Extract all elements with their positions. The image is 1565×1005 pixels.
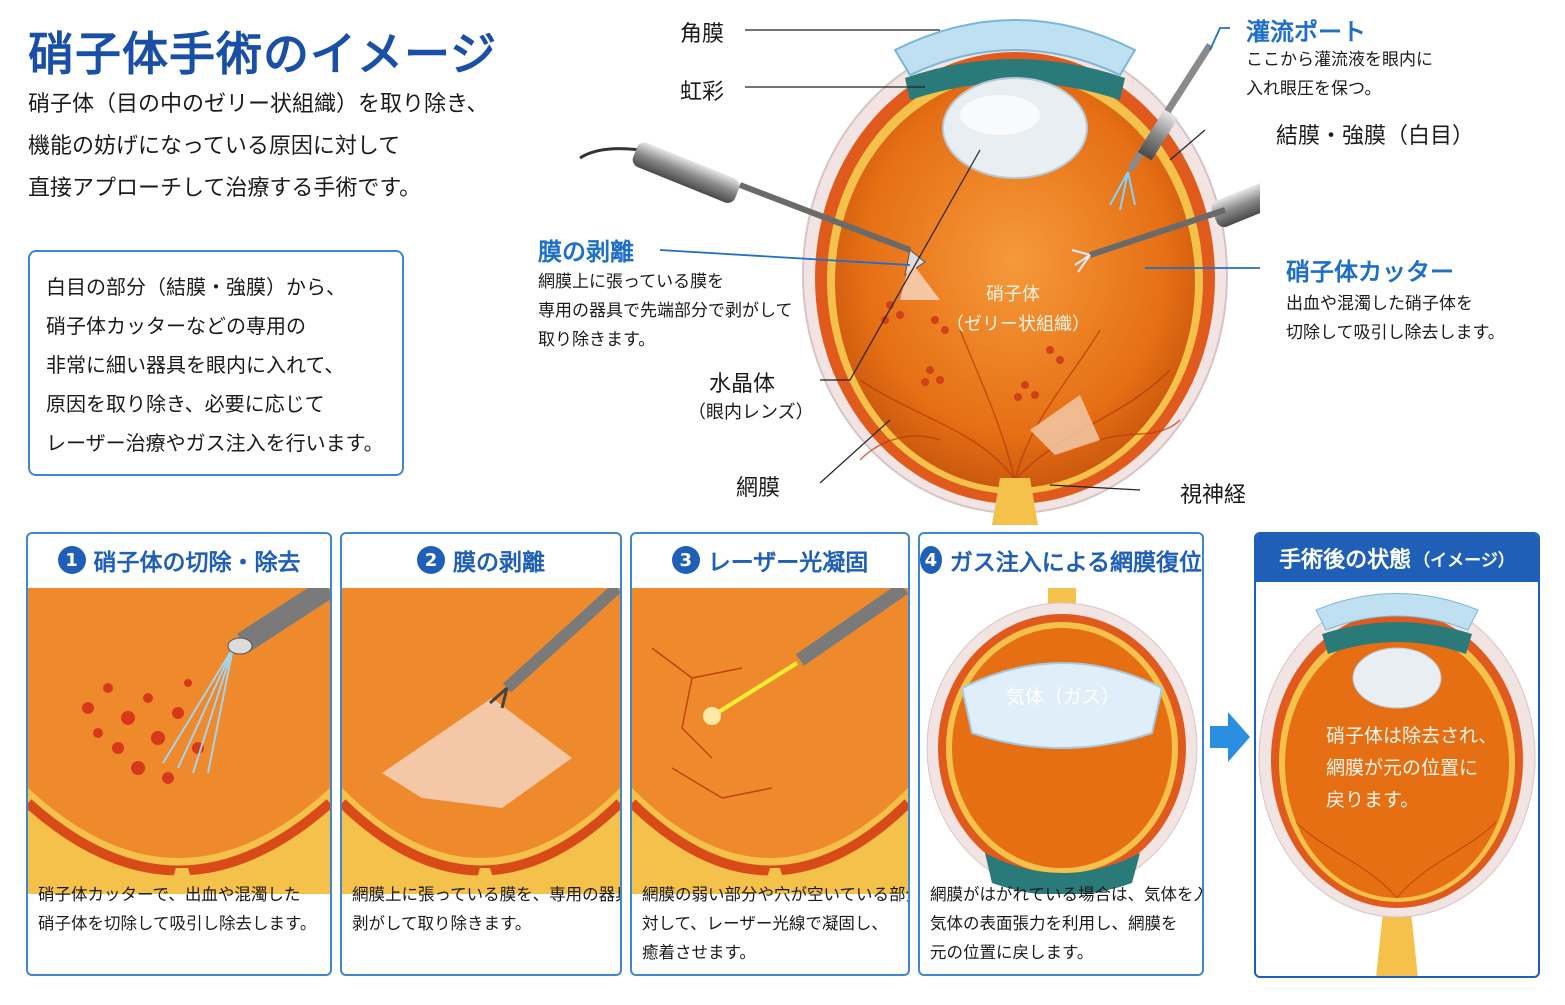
post-surgery-heading: 手術後の状態 （イメージ）	[1256, 534, 1538, 582]
label-optic-nerve: 視神経	[1180, 483, 1247, 508]
after-line: 戻ります。	[1326, 789, 1420, 811]
info-line: 原因を取り除き、必要に応じて	[46, 392, 325, 416]
step-number-badge: 4	[920, 546, 942, 574]
eye-cross-section-illustration	[579, 19, 1260, 525]
desc-line: 取り除きます。	[538, 330, 656, 350]
callout-peel-title: 膜の剥離	[538, 238, 634, 266]
step-2-heading: 2 膜の剥離	[342, 534, 620, 586]
caption-line: 気体の表面張力を利用し、網膜を	[930, 914, 1178, 933]
caption-line: 硝子体を切除して吸引し除去します。	[38, 914, 317, 933]
gas-injection-eye-illustration	[926, 588, 1198, 894]
step-number-badge: 1	[57, 546, 86, 574]
desc-line: ここから灌流液を眼内に	[1246, 50, 1433, 70]
step-caption: 網膜の弱い部分や穴が空いている部分に 対して、レーザー光線で凝固し、 癒着させま…	[642, 880, 910, 967]
info-box: 白目の部分（結膜・強膜）から、 硝子体カッターなどの専用の 非常に細い器具を眼内…	[28, 250, 404, 476]
post-surgery-title: 手術後の状態	[1279, 548, 1412, 573]
step-title: レーザー光凝固	[707, 550, 869, 576]
step-number-badge: 3	[671, 546, 700, 574]
gas-label: 気体（ガス）	[1005, 686, 1120, 708]
post-surgery-text: 硝子体は除去され、 網膜が元の位置に 戻ります。	[1326, 720, 1497, 816]
intro-line: 硝子体（目の中のゼリー状組織）を取り除き、	[28, 92, 489, 117]
caption-line: 癒着させます。	[642, 943, 756, 962]
after-line: 硝子体は除去され、	[1326, 725, 1498, 747]
membrane-peeling-illustration	[342, 588, 620, 894]
step-caption: 網膜上に張っている膜を、専用の器具で 剥がして取り除きます。	[352, 880, 622, 938]
label-cornea: 角膜	[680, 22, 725, 47]
post-surgery-eye-illustration	[1258, 593, 1536, 976]
step-number-badge: 2	[417, 546, 445, 574]
after-line: 網膜が元の位置に	[1326, 757, 1479, 779]
label-vitreous-sub: （ゼリー状組織）	[946, 314, 1090, 335]
page-title: 硝子体手術のイメージ	[28, 27, 498, 81]
post-surgery-panel: 手術後の状態 （イメージ） 硝子体は除去され、 網膜が元の位置に 戻ります。	[1254, 532, 1540, 978]
info-line: 硝子体カッターなどの専用の	[46, 314, 306, 338]
callout-cutter-title: 硝子体カッター	[1286, 258, 1454, 286]
intro-text: 硝子体（目の中のゼリー状組織）を取り除き、 機能の妨げになっている原因に対して …	[28, 84, 488, 210]
step-2-panel: 2 膜の剥離 網膜上に張っている膜を、専用の器具で 剥がして取り除きます。	[340, 532, 622, 976]
callout-port-title: 灌流ポート	[1246, 18, 1366, 46]
label-iris: 虹彩	[680, 80, 725, 105]
arrow-right-icon	[1210, 712, 1250, 762]
post-surgery-title-sub: （イメージ）	[1413, 550, 1515, 571]
caption-line: 剥がして取り除きます。	[352, 914, 532, 933]
desc-line: 網膜上に張っている膜を	[538, 272, 725, 292]
label-retina: 網膜	[736, 476, 781, 501]
label-conjunctiva-sclera: 結膜・強膜（白目）	[1276, 124, 1475, 149]
desc-line: 入れ眼圧を保つ。	[1246, 79, 1382, 99]
intro-line: 機能の妨げになっている原因に対して	[28, 134, 401, 159]
step-3-panel: 3 レーザー光凝固 網膜の弱い部分や穴が空いている部分に 対して、レーザー光線で…	[630, 532, 910, 976]
callout-peel-desc: 網膜上に張っている膜を 専用の器具で先端部分で剥がして 取り除きます。	[538, 268, 793, 355]
step-1-panel: 1 硝子体の切除・除去 硝子体カッターで、出血や混濁した 硝子体を切除して吸引し…	[26, 532, 332, 976]
desc-line: 出血や混濁した硝子体を	[1286, 294, 1473, 314]
vitreous-cutting-illustration	[28, 588, 330, 894]
info-line: 白目の部分（結膜・強膜）から、	[46, 275, 346, 299]
step-title: 膜の剥離	[453, 550, 545, 576]
label-lens-sub: （眼内レンズ）	[688, 402, 814, 423]
info-line: 非常に細い器具を眼内に入れて、	[46, 353, 345, 377]
label-vitreous: 硝子体	[986, 284, 1040, 305]
step-caption: 硝子体カッターで、出血や混濁した 硝子体を切除して吸引し除去します。	[38, 880, 316, 938]
callout-cutter-desc: 出血や混濁した硝子体を 切除して吸引し除去します。	[1286, 290, 1505, 348]
desc-line: 専用の器具で先端部分で剥がして	[538, 301, 793, 321]
step-caption: 網膜がはがれている場合は、気体を入れて、 気体の表面張力を利用し、網膜を 元の位…	[930, 880, 1202, 967]
step-1-heading: 1 硝子体の切除・除去	[28, 534, 330, 586]
caption-line: 網膜上に張っている膜を、専用の器具で	[352, 885, 622, 904]
label-lens: 水晶体	[709, 372, 776, 397]
caption-line: 網膜の弱い部分や穴が空いている部分に	[642, 885, 910, 904]
info-line: レーザー治療やガス注入を行います。	[46, 431, 384, 455]
step-4-panel: 4 ガス注入による網膜復位 気体（ガス） 網膜がはがれている場合は、気体を入れて…	[918, 532, 1204, 976]
caption-line: 硝子体カッターで、出血や混濁した	[38, 885, 301, 904]
step-3-heading: 3 レーザー光凝固	[632, 534, 908, 586]
intro-line: 直接アプローチして治療する手術です。	[28, 176, 422, 201]
caption-line: 対して、レーザー光線で凝固し、	[642, 914, 888, 933]
caption-line: 元の位置に戻します。	[930, 943, 1094, 962]
step-4-heading: 4 ガス注入による網膜復位	[920, 534, 1202, 586]
desc-line: 切除して吸引し除去します。	[1286, 323, 1505, 343]
step-title: ガス注入による網膜復位	[949, 550, 1202, 576]
caption-line: 網膜がはがれている場合は、気体を入れて、	[930, 885, 1202, 904]
laser-photocoagulation-illustration	[632, 588, 908, 894]
callout-port-desc: ここから灌流液を眼内に 入れ眼圧を保つ。	[1246, 46, 1433, 104]
step-title: 硝子体の切除・除去	[93, 550, 301, 576]
